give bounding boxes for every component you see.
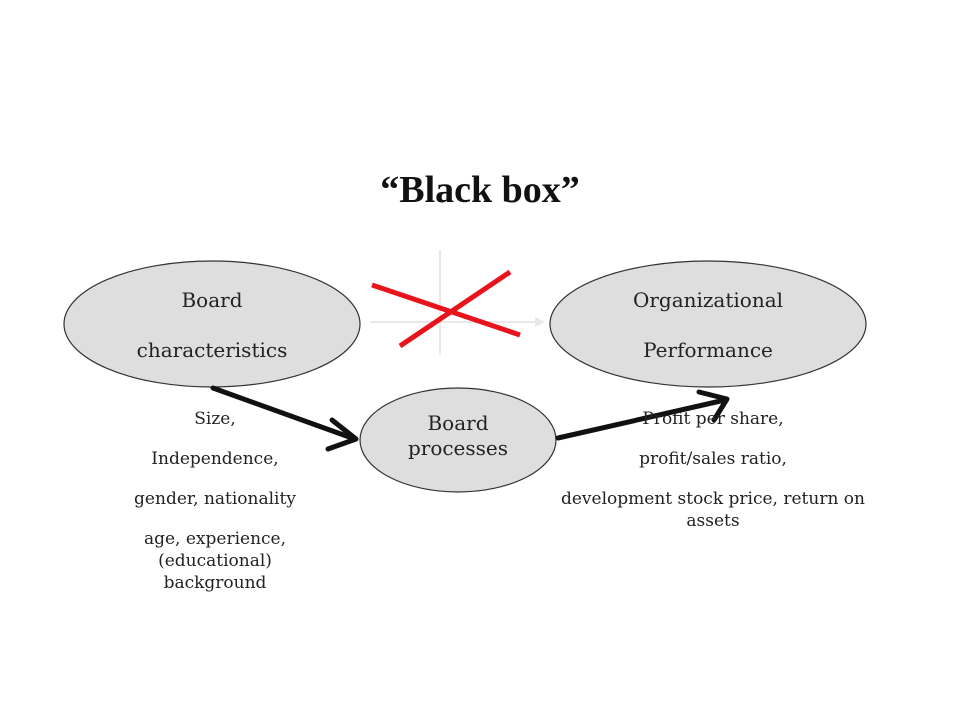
arrowhead-to-performance [696, 389, 730, 423]
node-label-line: characteristics [136, 338, 288, 362]
node-label-line: Board [427, 411, 489, 435]
cross-line-1 [371, 282, 521, 338]
list-item: Size, [194, 409, 236, 429]
node-label-line: processes [407, 436, 509, 460]
list-item: Independence, [151, 449, 279, 469]
list-item: profit/sales ratio, [639, 449, 787, 469]
board-processes-node [359, 387, 557, 493]
list-item: gender, nationality [134, 489, 296, 509]
list-item: age, experience, (educational) backgroun… [143, 529, 287, 593]
board-characteristics-label: Board characteristics [64, 286, 360, 364]
list-item: development stock price, return on asset… [560, 489, 865, 531]
board-characteristics-list: Size, Independence, gender, nationality … [100, 408, 330, 594]
organizational-performance-node [549, 260, 867, 388]
diagram-title: “Black box” [380, 169, 580, 211]
node-label-line: Performance [643, 338, 773, 362]
arrow-to-performance [555, 397, 728, 441]
list-item: Profit per share, [642, 409, 784, 429]
organizational-performance-list: Profit per share, profit/sales ratio, de… [540, 408, 886, 532]
board-processes-label: Board processes [360, 411, 556, 461]
node-label-line: Board [181, 288, 243, 312]
faint-arrowhead [535, 317, 545, 327]
cross-line-2 [398, 269, 512, 349]
node-label-line: Organizational [632, 288, 784, 312]
organizational-performance-label: Organizational Performance [550, 286, 866, 364]
arrowhead-to-processes [325, 417, 359, 452]
arrow-to-processes [210, 385, 355, 441]
